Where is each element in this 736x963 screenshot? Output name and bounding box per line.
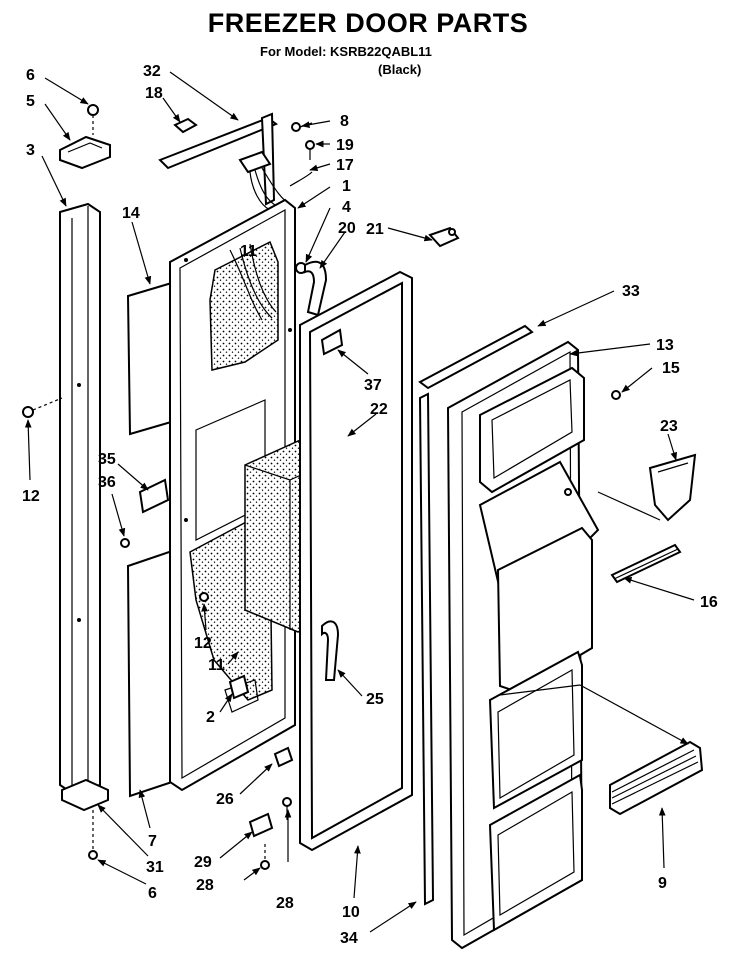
callout-3: 3 <box>26 142 35 159</box>
callout-13: 13 <box>656 337 674 354</box>
part-6-screw-top <box>87 104 99 135</box>
callout-33: 33 <box>622 283 640 300</box>
callout-29: 29 <box>194 854 212 871</box>
callout-12: 12 <box>194 635 212 652</box>
callout-19: 19 <box>336 137 354 154</box>
part-12-screw-left <box>22 397 63 418</box>
callout-34: 34 <box>340 930 358 947</box>
callout-26: 26 <box>216 791 234 808</box>
callout-25: 25 <box>366 691 384 708</box>
callout-22: 22 <box>370 401 388 418</box>
part-21-cap <box>428 226 460 248</box>
callout-1: 1 <box>342 178 351 195</box>
callout-12: 12 <box>22 488 40 505</box>
callout-21: 21 <box>366 221 384 238</box>
part-19-screw <box>305 140 315 160</box>
part-28-screw-b <box>260 844 270 870</box>
callout-18: 18 <box>145 85 163 102</box>
part-5-hinge-cap <box>59 135 111 170</box>
part-15-screw <box>611 390 621 400</box>
part-9-shelf-rails <box>609 740 704 816</box>
part-16-bar <box>610 543 682 584</box>
callout-8: 8 <box>340 113 349 130</box>
callout-17: 17 <box>336 157 354 174</box>
part-18-clip <box>173 117 198 134</box>
callout-31: 31 <box>146 859 164 876</box>
color-variant: (Black) <box>378 62 422 77</box>
callout-10: 10 <box>342 904 360 921</box>
part-20-tube <box>304 260 328 317</box>
callout-4: 4 <box>342 199 351 216</box>
callout-2: 2 <box>206 709 215 726</box>
part-12-screw-inner <box>199 592 209 602</box>
part-2-switch <box>228 674 250 700</box>
part-3-door-trim-left <box>59 202 101 795</box>
part-23-funnel <box>648 453 697 522</box>
callout-37: 37 <box>364 377 382 394</box>
callout-9: 9 <box>658 875 667 892</box>
part-31-lower-hinge <box>61 778 109 812</box>
part-36-screw <box>120 538 130 548</box>
callout-36: 36 <box>98 474 116 491</box>
part-32-top-trim <box>158 112 279 206</box>
callout-16: 16 <box>700 594 718 611</box>
callout-11: 11 <box>240 243 257 260</box>
callout-20: 20 <box>338 220 356 237</box>
part-6-screw-bottom <box>88 810 98 860</box>
part-1-inner-door-panel <box>169 198 296 792</box>
callout-6: 6 <box>26 67 35 84</box>
callout-15: 15 <box>662 360 680 377</box>
part-33-top-trim <box>418 324 534 390</box>
part-17-wire-harness <box>238 150 313 211</box>
page-title: FREEZER DOOR PARTS <box>207 8 529 38</box>
leader-lines <box>24 71 695 933</box>
part-25-tube <box>321 620 340 681</box>
callout-28: 28 <box>196 877 214 894</box>
callout-28: 28 <box>276 895 294 912</box>
part-26-clip <box>273 746 294 768</box>
part-35-bracket <box>138 478 170 514</box>
callout-35: 35 <box>98 451 116 468</box>
part-28-screw-a <box>282 797 292 820</box>
callout-23: 23 <box>660 418 678 435</box>
callout-7: 7 <box>148 833 157 850</box>
part-29-hinge-block <box>248 812 274 838</box>
callout-6: 6 <box>148 885 157 902</box>
callout-32: 32 <box>143 63 161 80</box>
callout-5: 5 <box>26 93 35 110</box>
part-10-door-gasket <box>299 270 413 852</box>
model-number: For Model: KSRB22QABL11 <box>260 44 432 59</box>
callout-labels: 6 5 3 32 18 8 19 17 1 4 20 21 14 11 33 1… <box>22 63 718 947</box>
part-13-outer-door <box>446 340 600 950</box>
part-34-trim-strip <box>418 392 435 906</box>
callout-11: 11 <box>208 657 225 674</box>
callout-14: 14 <box>122 205 140 222</box>
